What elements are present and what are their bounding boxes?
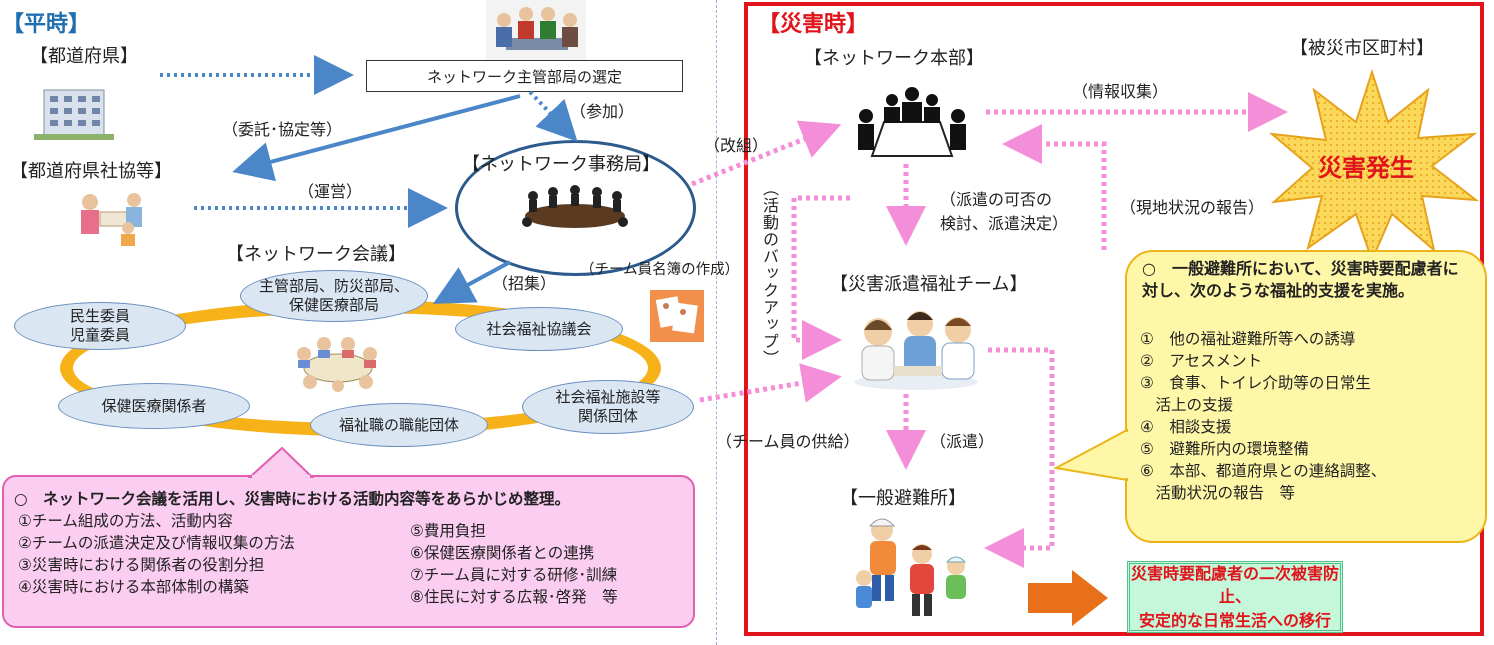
support-pointer <box>1052 428 1128 482</box>
outcome-line-1: 災害時要配慮者の二次被害防止、 <box>1130 564 1339 607</box>
document-icon <box>650 290 704 342</box>
support-callout <box>1125 250 1487 543</box>
report-label: （現地状況の報告） <box>1120 198 1265 217</box>
operation-label: （運営） <box>298 182 363 201</box>
arrow-convene <box>432 260 511 304</box>
support-item: ⑥ 本部、都道府県との連絡調整、 活動状況の報告 等 <box>1140 462 1387 502</box>
entrustment-label: （委託･協定等） <box>222 120 343 139</box>
support-item: ② アセスメント <box>1140 352 1263 370</box>
summary-item: ④災害時における本部体制の構築 <box>18 578 249 596</box>
peacetime-title: 【平時】 <box>2 12 91 37</box>
arrow-report <box>1002 124 1107 250</box>
outcome-box: 災害時要配慮者の二次被害防止、 安定的な日常生活への移行 <box>1127 561 1343 633</box>
hq-meeting-icon <box>858 87 966 157</box>
dept-selection-box: ネットワーク主管部局の選定 <box>366 60 683 92</box>
dispatch-label: （派遣） <box>930 432 995 451</box>
support-item: ③ 食事、トイレ介助等の日常生 活上の支援 <box>1140 374 1371 414</box>
member-government-depts: 主管部局、防災部局、 保健医療部局 <box>240 270 428 322</box>
social-council-label: 【都道府県社協等】 <box>10 161 172 182</box>
arrow-backup <box>791 195 850 360</box>
arrow-supply <box>699 363 842 403</box>
evacuees-icon <box>856 518 967 616</box>
outcome-arrow <box>1028 570 1108 626</box>
supply-label: （チーム員の供給） <box>716 432 860 451</box>
member-health-medical: 保健医療関係者 <box>58 383 250 429</box>
decision-label: （派遣の可否の 検討、派遣決定） <box>940 190 1069 233</box>
affected-label: 【被災市区町村】 <box>1290 38 1434 59</box>
summary-left-list: ①チーム組成の方法、活動内容 ②チームの派遣決定及び情報収集の方法 ③災害時にお… <box>18 510 295 598</box>
member-welfare-facilities: 社会福祉施設等 関係団体 <box>522 380 694 434</box>
team-label: 【災害派遣福祉チーム】 <box>830 274 1028 295</box>
dept-selection-label: ネットワーク主管部局の選定 <box>426 67 622 86</box>
reorganize-label: （改組） <box>704 136 769 155</box>
prefecture-label: 【都道府県】 <box>30 46 138 67</box>
participation-label: （参加） <box>570 102 635 121</box>
summary-item: ⑧住民に対する広報･啓発 等 <box>410 588 618 606</box>
shelter-label: 【一般避難所】 <box>840 488 966 509</box>
summary-box <box>2 475 695 628</box>
meeting-people-icon <box>486 0 586 62</box>
hq-label: 【ネットワーク本部】 <box>804 48 984 69</box>
meeting-label: 【ネットワーク会議】 <box>226 244 406 265</box>
outcome-line-2: 安定的な日常生活への移行 <box>1138 610 1331 630</box>
summary-item: ②チームの派遣決定及び情報収集の方法 <box>18 534 295 552</box>
office-building-icon <box>34 89 114 140</box>
summary-heading: ○ ネットワーク会議を活用し、災害時における活動内容等をあらかじめ整理。 <box>14 490 571 508</box>
summary-item: ③災害時における関係者の役割分担 <box>18 556 265 574</box>
secretariat-label: 【ネットワーク事務局】 <box>462 154 660 175</box>
support-item: ⑤ 避難所内の環境整備 <box>1140 440 1309 458</box>
summary-item: ⑥保健医療関係者との連携 <box>410 544 595 562</box>
summary-right-list: ⑤費用負担 ⑥保健医療関係者との連携 ⑦チーム員に対する研修･訓練 ⑧住民に対す… <box>410 520 618 608</box>
caregivers-icon <box>81 193 142 246</box>
summary-item: ⑦チーム員に対する研修･訓練 <box>410 566 618 584</box>
backup-label: （活動のバックアップ） <box>760 180 779 367</box>
member-welfare-professional: 福祉職の職能団体 <box>310 403 488 447</box>
convene-label: （招集） <box>492 274 557 293</box>
support-heading: ○ 一般避難所において、災害時要配慮者に対し、次のような福祉的支援を実施。 <box>1142 259 1459 300</box>
disaster-title: 【災害時】 <box>758 12 869 37</box>
welfare-team-icon <box>854 311 978 390</box>
arrow-reorganize <box>691 120 842 187</box>
support-list: ① 他の福祉避難所等への誘導 ② アセスメント ③ 食事、トイレ介助等の日常生 … <box>1140 328 1480 504</box>
disaster-occurs-label: 災害発生 <box>1318 154 1414 182</box>
arrow-participation <box>528 90 578 142</box>
info-collection-label: （情報収集） <box>1072 82 1169 101</box>
conference-table-icon <box>522 185 628 228</box>
section-divider <box>716 0 717 645</box>
summary-item: ①チーム組成の方法、活動内容 <box>18 512 233 530</box>
arrow-entrustment <box>232 94 521 182</box>
member-welfare-commissioner: 民生委員 児童委員 <box>14 302 186 350</box>
arrow-shelter-link <box>984 347 1055 568</box>
support-item: ④ 相談支援 <box>1140 418 1232 436</box>
summary-item: ⑤費用負担 <box>410 522 486 540</box>
roster-label: （チーム員名簿の作成） <box>580 262 740 278</box>
summary-pointer <box>247 446 315 478</box>
support-item: ① 他の福祉避難所等への誘導 <box>1140 330 1356 348</box>
round-table-group-icon <box>297 337 377 392</box>
member-social-welfare-council: 社会福祉協議会 <box>455 307 623 351</box>
